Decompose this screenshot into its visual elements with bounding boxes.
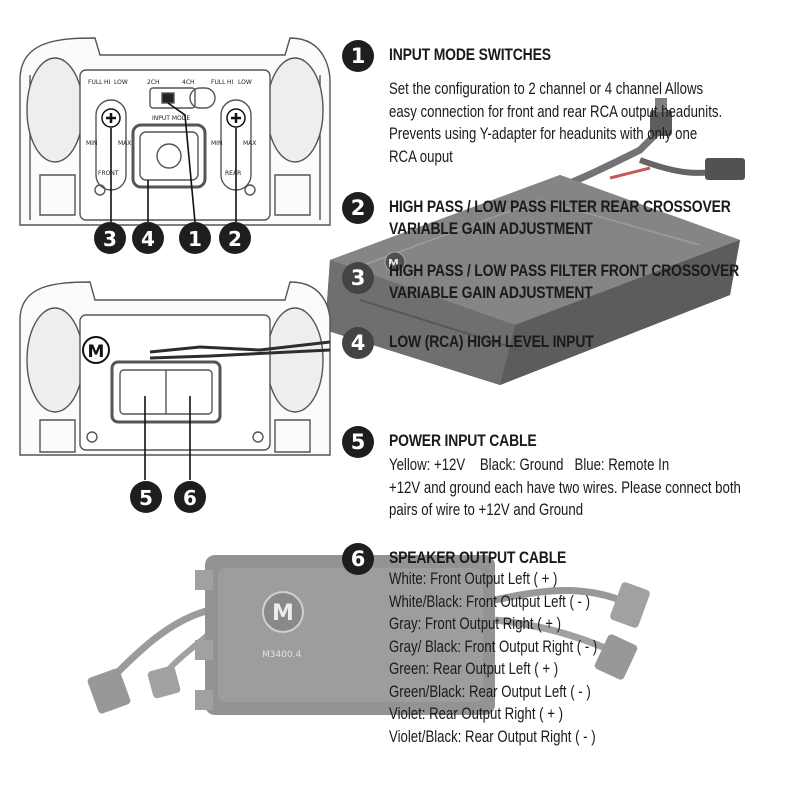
section-2-title-line: HIGH PASS / LOW PASS FILTER REAR CROSSOV… bbox=[389, 197, 731, 216]
section-6-line: White/Black: Front Output Left ( - ) bbox=[389, 592, 590, 611]
label-low-left: LOW bbox=[114, 79, 128, 86]
middle-logo: M bbox=[88, 342, 105, 362]
label-rear: REAR bbox=[225, 170, 241, 177]
section-5-title: POWER INPUT CABLE bbox=[389, 431, 537, 450]
section-1-line: easy connection for front and rear RCA o… bbox=[389, 102, 723, 121]
badge-4: 4 bbox=[342, 327, 374, 359]
section-1-title: INPUT MODE SWITCHES bbox=[389, 45, 551, 64]
section-1-line: RCA ouput bbox=[389, 147, 453, 166]
product-logo-lower: M bbox=[272, 601, 294, 626]
badge-2: 2 bbox=[342, 192, 374, 224]
top-callouts: 3 4 1 2 bbox=[94, 222, 251, 254]
section-3-title-line: HIGH PASS / LOW PASS FILTER FRONT CROSSO… bbox=[389, 261, 739, 280]
label-low-right: LOW bbox=[238, 79, 252, 86]
section-1-line: Set the configuration to 2 channel or 4 … bbox=[389, 80, 704, 98]
callout-6-middle: 6 bbox=[183, 486, 197, 510]
model-text: M3400.4 bbox=[262, 650, 302, 660]
section-6-line: Gray/ Black: Front Output Right ( - ) bbox=[389, 637, 598, 656]
section-6-line: Violet: Rear Output Right ( + ) bbox=[389, 705, 564, 723]
section-5-line: Yellow: +12V Black: Ground Blue: Remote … bbox=[389, 456, 670, 474]
section-6-line: Gray: Front Output Right ( + ) bbox=[389, 615, 562, 633]
label-2ch: 2CH bbox=[147, 79, 160, 86]
section-6-line: Green/Black: Rear Output Left ( - ) bbox=[389, 682, 591, 701]
label-min-right: MIN bbox=[211, 140, 222, 147]
section-5-body: Yellow: +12V Black: Ground Blue: Remote … bbox=[389, 454, 741, 522]
section-4-title: LOW (RCA) HIGH LEVEL INPUT bbox=[389, 332, 594, 351]
label-max-right: MAX bbox=[243, 140, 256, 147]
label-hi-left: HI bbox=[104, 79, 111, 86]
callout-1-top: 1 bbox=[188, 227, 202, 251]
section-6-title: SPEAKER OUTPUT CABLE bbox=[389, 548, 567, 567]
label-full-right: FULL bbox=[211, 79, 226, 86]
label-full-left: FULL bbox=[88, 79, 103, 86]
section-1-line: Prevents using Y-adapter for headunits w… bbox=[389, 125, 698, 143]
section-5-line: pairs of wire to +12V and Ground bbox=[389, 501, 584, 519]
section-2-title-line: VARIABLE GAIN ADJUSTMENT bbox=[389, 219, 593, 238]
section-6-line: White: Front Output Left ( + ) bbox=[389, 570, 558, 588]
svg-text:M: M bbox=[388, 257, 399, 270]
label-hi-right: HI bbox=[227, 79, 234, 86]
section-3-title-line: VARIABLE GAIN ADJUSTMENT bbox=[389, 283, 593, 302]
label-4ch: 4CH bbox=[182, 79, 195, 86]
section-6-body: White: Front Output Left ( + ) White/Bla… bbox=[389, 568, 597, 748]
callout-4-top: 4 bbox=[141, 227, 155, 251]
label-front: FRONT bbox=[98, 170, 119, 177]
callout-2-top: 2 bbox=[228, 227, 242, 251]
section-6-line: Green: Rear Output Left ( + ) bbox=[389, 660, 559, 678]
callout-3-top: 3 bbox=[103, 227, 117, 251]
callout-5-middle: 5 bbox=[139, 486, 153, 510]
badge-1: 1 bbox=[342, 40, 374, 72]
section-6-line: Violet/Black: Rear Output Right ( - ) bbox=[389, 727, 596, 746]
label-input-mode: INPUT MODE bbox=[152, 115, 190, 122]
badge-5: 5 bbox=[342, 426, 374, 458]
badge-6: 6 bbox=[342, 543, 374, 575]
label-min-left: MIN bbox=[86, 140, 97, 147]
badge-3: 3 bbox=[342, 262, 374, 294]
section-5-line: +12V and ground each have two wires. Ple… bbox=[389, 478, 741, 497]
label-max-left: MAX bbox=[118, 140, 131, 147]
section-1-body: Set the configuration to 2 channel or 4 … bbox=[389, 78, 722, 168]
